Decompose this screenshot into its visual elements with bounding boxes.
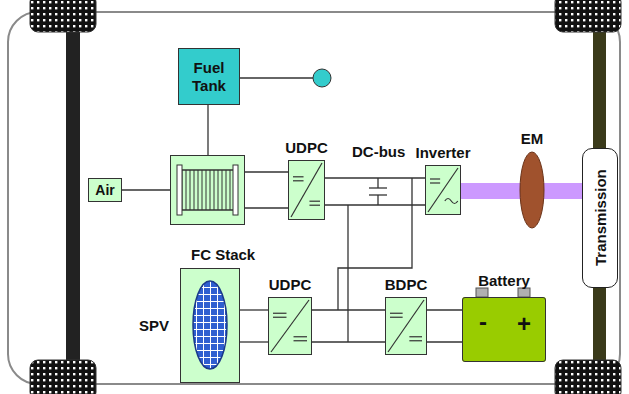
node-label: BDPC	[385, 276, 428, 293]
fuel-cell-stack	[177, 165, 238, 215]
converter-box: UDPC	[288, 160, 325, 220]
solar-panel	[193, 281, 227, 369]
solar-panel-box: SPV	[180, 268, 240, 383]
wire-connector	[325, 178, 425, 205]
wire-connector	[312, 310, 385, 342]
transmission-box: Transmission	[582, 148, 618, 288]
node-label: Fuel Tank	[179, 59, 239, 94]
wire-connector	[208, 105, 209, 155]
converter-box: BDPC	[385, 297, 427, 355]
node-label: EM	[521, 130, 544, 147]
converter-symbol	[271, 163, 458, 352]
battery-box: Battery-+	[462, 297, 546, 362]
converter-box: UDPC	[268, 297, 312, 355]
battery-terminal	[476, 288, 530, 297]
wire-connector	[122, 190, 170, 191]
wire-connector	[240, 310, 268, 342]
motor-ellipse: EM	[520, 152, 544, 228]
node-label: FC Stack	[191, 247, 255, 262]
node-label: Battery	[478, 272, 530, 289]
fuel-line	[240, 77, 313, 78]
node-label: UDPC	[285, 139, 328, 156]
terminal-sign: -	[479, 310, 487, 334]
terminal-sign: +	[517, 312, 531, 336]
fuel-tank-box: Fuel Tank	[178, 48, 240, 105]
motor-shaft	[461, 152, 582, 228]
chassis	[8, 12, 620, 384]
box-fill	[88, 48, 618, 383]
node-label: Air	[93, 182, 116, 198]
inverter-box: Inverter	[425, 165, 461, 215]
node-label: Transmission	[591, 170, 608, 267]
wheel	[30, 0, 621, 394]
bus-label: DC-bus	[352, 143, 405, 160]
fuel-cell-box: FC Stack	[170, 155, 245, 225]
node-label: Inverter	[415, 144, 470, 161]
node-label: UDPC	[269, 276, 312, 293]
bus-wire	[338, 178, 412, 342]
axle	[66, 28, 606, 364]
node-label: SPV	[139, 318, 169, 333]
wire-connector	[245, 172, 288, 208]
wire-connector	[427, 310, 462, 342]
air-box: Air	[88, 178, 122, 202]
